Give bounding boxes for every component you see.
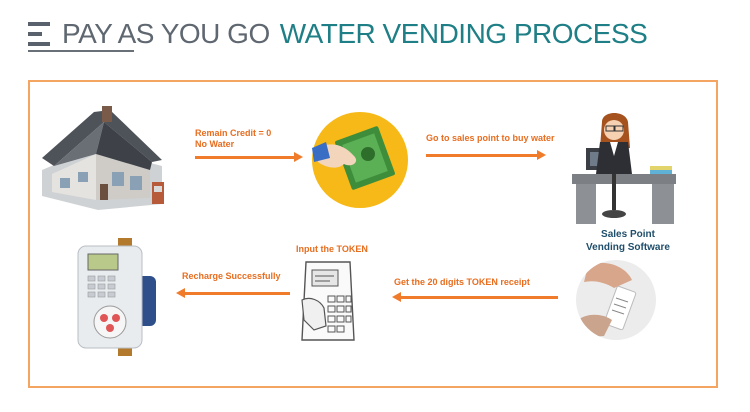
sales-person-icon	[572, 113, 676, 224]
vending-software-label: Vending Software	[586, 242, 670, 253]
page-title: PAY AS YOU GO WATER VENDING PROCESS	[62, 18, 648, 50]
label-no-water: No Water	[195, 139, 235, 149]
house-icon	[42, 106, 164, 210]
arrow-receipt-to-keypad	[392, 292, 558, 302]
arrow-money-to-sales	[426, 150, 546, 160]
water-meter-icon	[77, 238, 156, 356]
sales-point-caption: Sales Point Vending Software	[578, 228, 678, 254]
label-remain-credit: Remain Credit = 0	[195, 128, 272, 138]
sales-point-title: Sales Point	[601, 229, 655, 240]
arrow-keypad-to-meter	[176, 288, 290, 298]
title-part-1: PAY AS YOU GO	[62, 18, 270, 49]
arrow-house-to-money	[195, 152, 303, 162]
title-part-2: WATER VENDING PROCESS	[279, 18, 648, 49]
money-hand-icon	[312, 112, 408, 208]
label-recharge: Recharge Successfully	[182, 271, 281, 281]
label-input-token: Input the TOKEN	[296, 244, 368, 254]
receipt-handover-icon	[576, 260, 656, 340]
label-go-to-sales: Go to sales point to buy water	[426, 133, 555, 143]
title-underline	[28, 50, 134, 52]
keypad-token-icon	[301, 261, 355, 341]
header-bars-icon	[28, 22, 50, 48]
label-get-token: Get the 20 digits TOKEN receipt	[394, 277, 530, 287]
process-frame	[28, 80, 718, 388]
